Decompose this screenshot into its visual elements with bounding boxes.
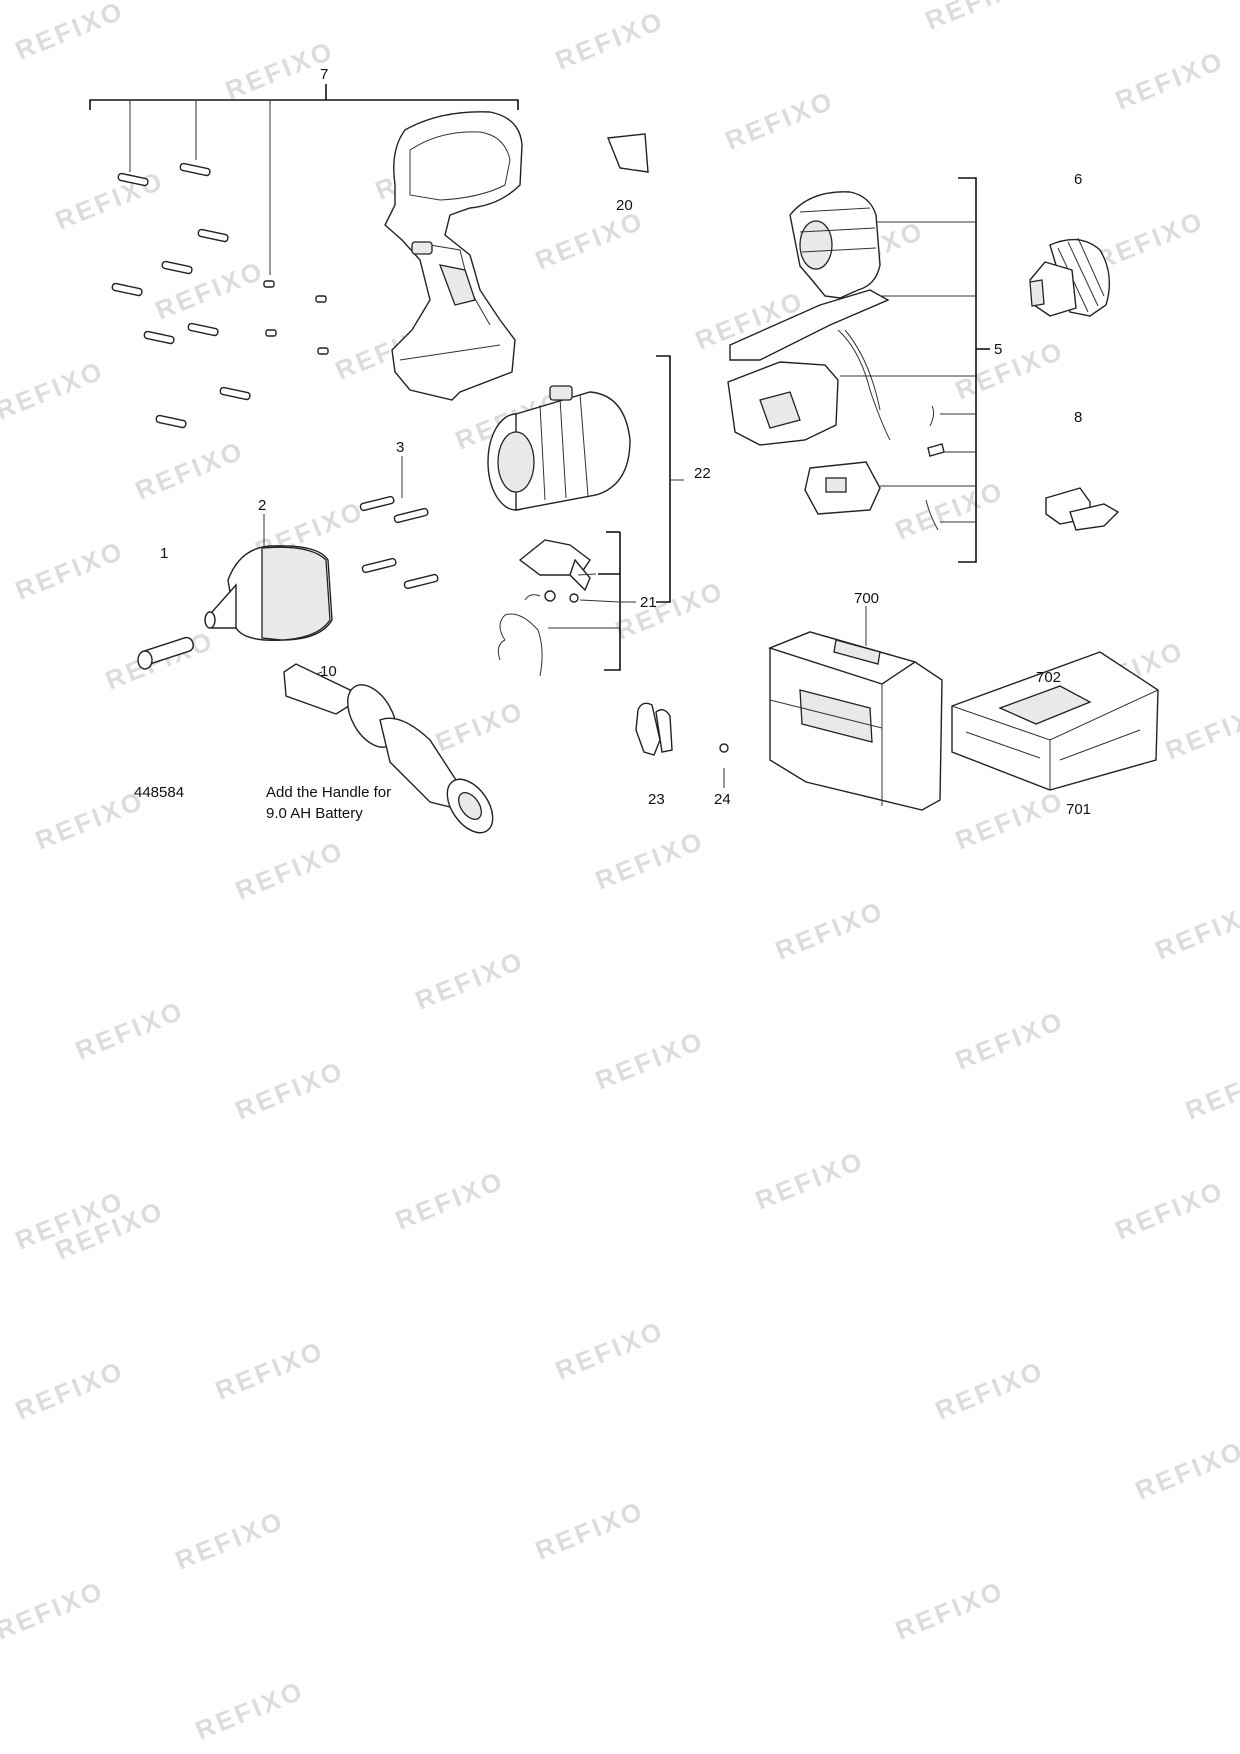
watermark-text: REFIXO: [551, 1315, 669, 1386]
watermark-text: REFIXO: [0, 1575, 109, 1646]
label-part-700: 700: [854, 590, 879, 607]
watermark-text: REFIXO: [51, 165, 169, 236]
part-2-chuck-icon: [204, 514, 333, 641]
label-part-22: 22: [694, 465, 711, 482]
watermark-text: REFIXO: [171, 1505, 289, 1576]
watermark-text: REFIXO: [11, 1355, 129, 1426]
watermark-text: REFIXO: [1111, 1175, 1229, 1246]
label-part-7: 7: [320, 66, 328, 83]
watermark-text: REFIXO: [591, 1025, 709, 1096]
label-part-1: 1: [160, 545, 168, 562]
watermark-text: REFIXO: [1111, 45, 1229, 116]
part-22-bracket: [656, 355, 684, 603]
label-part-20: 20: [616, 197, 633, 214]
label-part-2: 2: [258, 497, 266, 514]
part-21-switch-parts: [497, 531, 636, 677]
watermark-text: REFIXO: [131, 435, 249, 506]
part-701-tray-icon: [951, 651, 1159, 791]
watermark-text: REFIXO: [31, 785, 149, 856]
watermark-text: REFIXO: [1131, 1435, 1240, 1506]
watermark-text: REFIXO: [71, 995, 189, 1066]
part-20-label-plate: [607, 133, 649, 173]
watermark-text: REFIXO: [191, 1675, 309, 1746]
watermark-text: REFIXO: [1151, 895, 1240, 966]
watermark-text: REFIXO: [891, 475, 1009, 546]
watermark-text: REFIXO: [231, 835, 349, 906]
part-8-contact-block-icon: [1045, 487, 1120, 531]
part-labels: 7 20 6 5 8 3 2 1 22 21 700 702 10 701 23…: [134, 66, 1091, 822]
label-part-10: 10: [320, 663, 337, 680]
label-part-6: 6: [1074, 171, 1082, 188]
watermark-text: REFIXO: [931, 1355, 1049, 1426]
watermark-text: REFIXO: [951, 1005, 1069, 1076]
watermark-text: REFIXO: [771, 895, 889, 966]
watermark-text: REFIXO: [11, 0, 129, 66]
label-part-24: 24: [714, 791, 731, 808]
watermark-text: REFIXO: [921, 0, 1039, 36]
part-700-carry-case-icon: [767, 606, 943, 811]
watermark-text: REFIXO: [751, 1145, 869, 1216]
drill-housing-icon: [384, 111, 523, 401]
label-part-5: 5: [994, 341, 1002, 358]
watermark-text: REFIXO: [531, 205, 649, 276]
handle-note-line2: 9.0 AH Battery: [266, 805, 363, 822]
part-1-chuck-screw-icon: [137, 636, 194, 670]
watermark-text: REFIXO: [0, 355, 109, 426]
watermark-text: REFIXO: [551, 5, 669, 76]
watermark-text: REFIXO: [1091, 205, 1209, 276]
part-3-screws: [359, 456, 439, 590]
diagram-id: 448584: [134, 784, 184, 801]
watermark-text: REFIXO: [391, 1165, 509, 1236]
watermark-text: REFIXO: [411, 945, 529, 1016]
handle-note-line1: Add the Handle for: [266, 784, 391, 801]
watermark-text: REFIXO: [1161, 695, 1240, 766]
part-6-motor-icon: [1029, 237, 1111, 317]
watermark-text: REFIXO: [591, 825, 709, 896]
label-part-8: 8: [1074, 409, 1082, 426]
part-23-belt-clip-icon: [635, 702, 673, 756]
label-part-701: 701: [1066, 801, 1091, 818]
watermark-text: REFIXO: [231, 1055, 349, 1126]
watermark-text: REFIXO: [1181, 1055, 1240, 1126]
watermark-text: REFIXO: [951, 335, 1069, 406]
label-part-3: 3: [396, 439, 404, 456]
watermark-text: REFIXO: [211, 1335, 329, 1406]
part-7-screw-set: [89, 84, 519, 429]
part-22-gearbox-icon: [487, 385, 631, 511]
part-10-side-handle-icon: [283, 663, 494, 834]
screw-icon: [111, 162, 329, 429]
label-part-23: 23: [648, 791, 665, 808]
label-part-21: 21: [640, 594, 657, 611]
watermark-text: REFIXO: [721, 85, 839, 156]
watermark-text: REFIXO: [531, 1495, 649, 1566]
part-5-motor-electronics-icon: [727, 177, 990, 563]
watermark-text: REFIXO: [951, 785, 1069, 856]
watermark-text: REFIXO: [891, 1575, 1009, 1646]
part-24-screw-icon: [719, 743, 729, 788]
watermark-text: REFIXO: [11, 535, 129, 606]
label-part-702: 702: [1036, 669, 1061, 686]
